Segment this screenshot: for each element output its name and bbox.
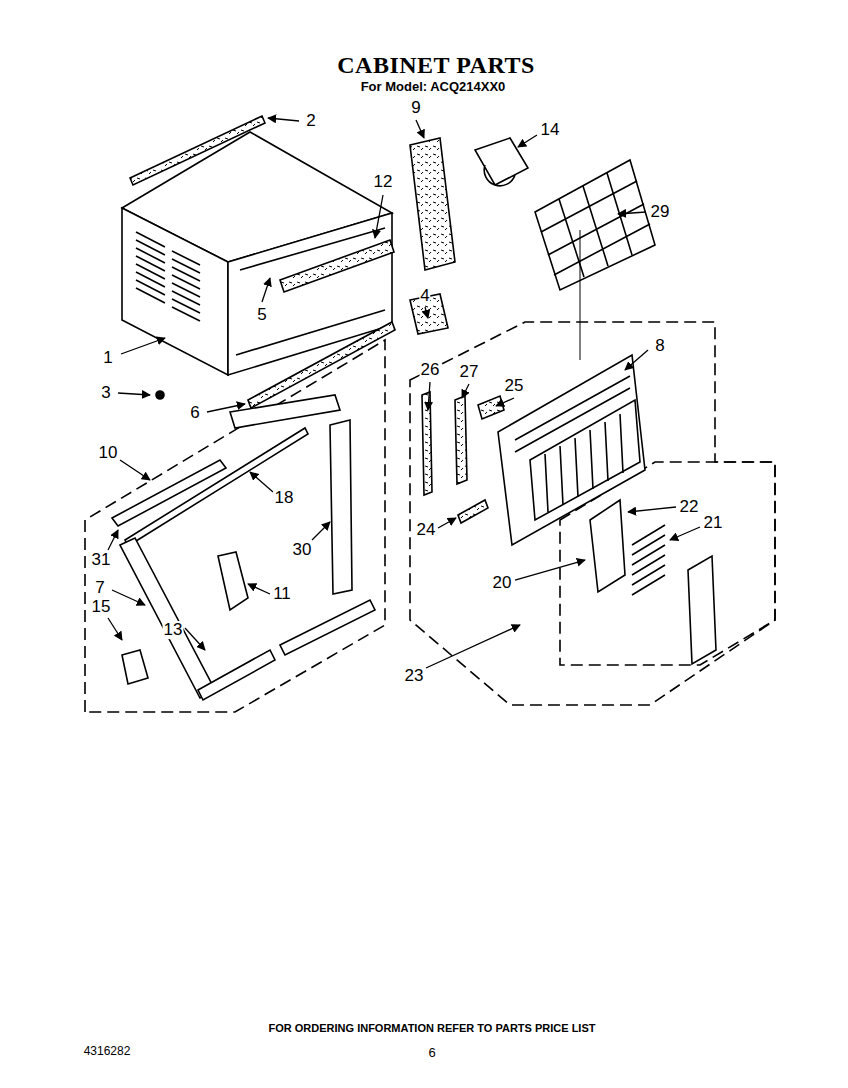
callout-number: 25 [504, 377, 525, 395]
page-number: 6 [427, 1046, 436, 1060]
callout-number: 12 [373, 173, 394, 191]
callout-number: 8 [654, 337, 665, 355]
installation-kit [112, 395, 375, 700]
title: CABINET PARTS [336, 53, 535, 78]
callout-number: 2 [305, 112, 316, 130]
filter [535, 160, 655, 290]
seal [458, 500, 488, 523]
louvers [632, 525, 665, 595]
seal [280, 240, 394, 292]
screw [156, 391, 164, 399]
ordering-note: FOR ORDERING INFORMATION REFER TO PARTS … [268, 1023, 597, 1035]
callout-number: 13 [163, 621, 184, 639]
seal [455, 396, 467, 484]
callout-number: 7 [94, 579, 105, 597]
callout-number: 10 [98, 444, 119, 462]
callout-number: 24 [416, 521, 437, 539]
callout-number: 15 [91, 598, 112, 616]
louver-knob [688, 556, 716, 664]
strip [248, 322, 395, 408]
model-number: For Model: ACQ214XX0 [360, 80, 507, 94]
callout-number: 11 [272, 585, 292, 603]
callout-number: 1 [102, 349, 113, 367]
callout-number: 22 [679, 498, 700, 516]
seal [422, 392, 432, 495]
callout-number: 4 [419, 287, 430, 305]
callout-number: 20 [492, 574, 513, 592]
callout-number: 21 [703, 514, 724, 532]
callout-number: 3 [100, 384, 111, 402]
kit-group-outline [85, 340, 385, 712]
callout-number: 6 [189, 404, 200, 422]
seal [478, 396, 504, 419]
callout-number: 18 [274, 489, 295, 507]
callout-number: 30 [292, 541, 313, 559]
callout-number: 5 [256, 306, 267, 324]
callout-number: 26 [420, 361, 441, 379]
callout-number: 27 [459, 363, 480, 381]
leader-lines [108, 118, 700, 668]
front-group-outline [410, 322, 775, 705]
strip [130, 116, 265, 185]
callout-number: 14 [540, 121, 561, 139]
callout-number: 23 [404, 667, 425, 685]
drawing-number: 4316282 [83, 1045, 132, 1058]
callout-number: 9 [410, 99, 421, 117]
louver-frame [590, 500, 625, 592]
front-panel [498, 355, 645, 545]
callout-number: 29 [650, 203, 671, 221]
gasket [410, 138, 455, 270]
callout-number: 31 [91, 551, 112, 569]
